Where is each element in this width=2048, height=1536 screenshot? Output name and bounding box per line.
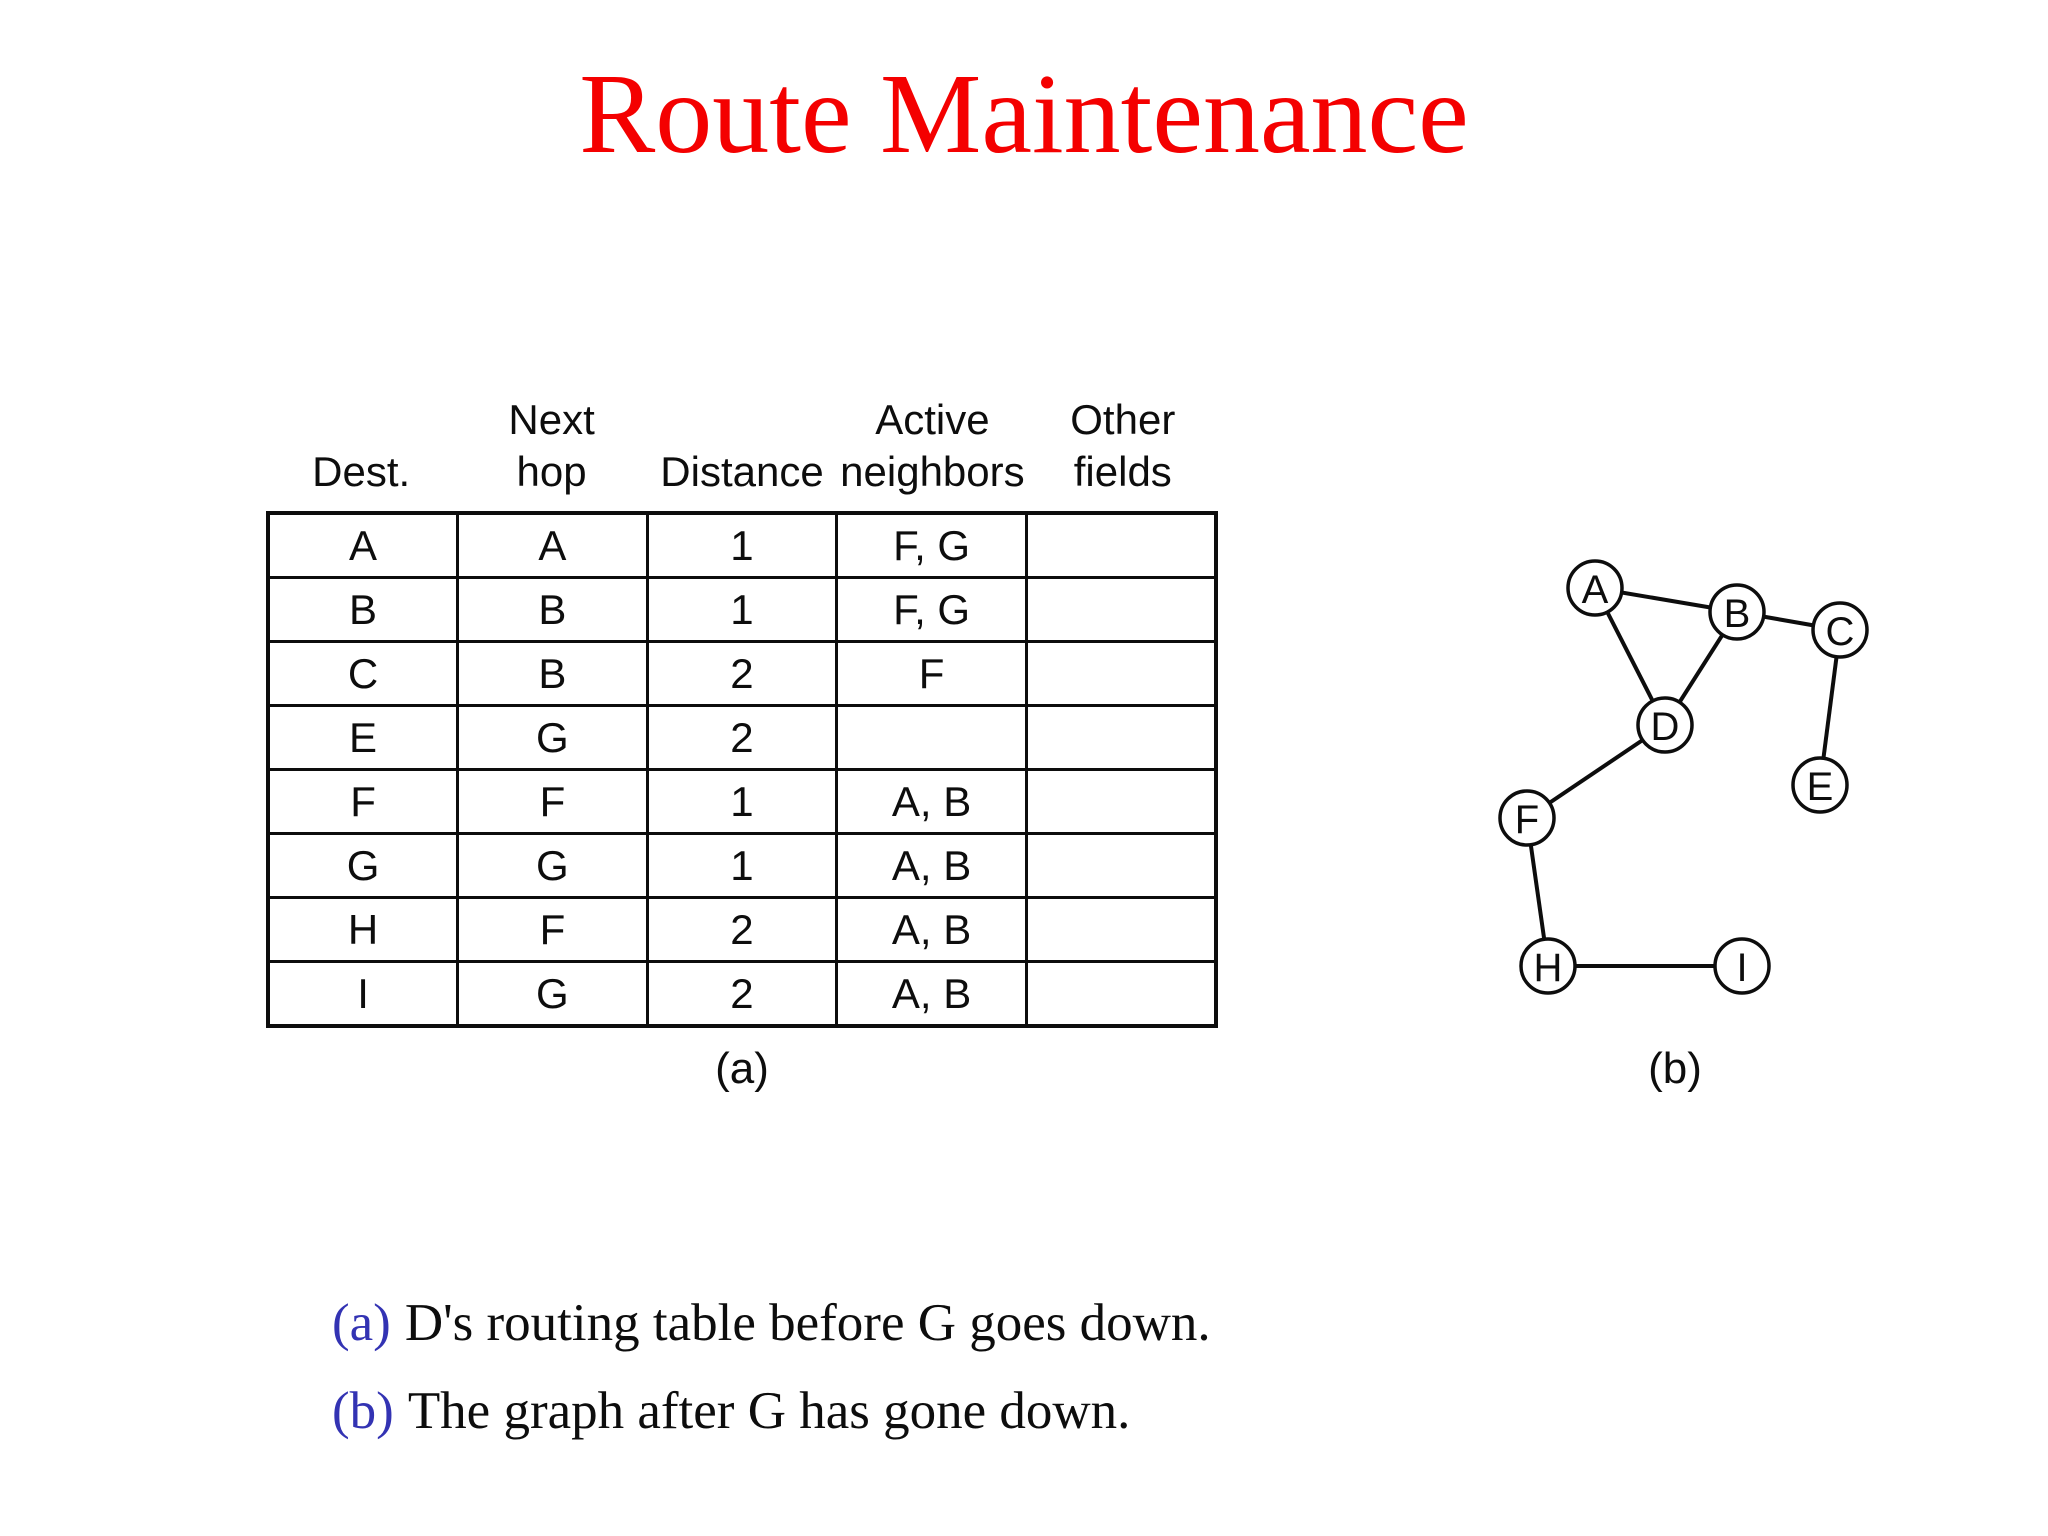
header-line: Active bbox=[875, 396, 990, 443]
cell-active-neighbors: A, B bbox=[835, 896, 1028, 963]
node-label-d: D bbox=[1651, 705, 1680, 749]
cell-active-neighbors: A, B bbox=[835, 832, 1028, 899]
cell-distance: 1 bbox=[645, 768, 839, 835]
node-circle-i bbox=[1713, 937, 1771, 995]
cell-next-hop: B bbox=[456, 640, 649, 707]
header-line: Distance bbox=[660, 448, 824, 495]
header-line: hop bbox=[516, 448, 587, 495]
cell-distance: 2 bbox=[645, 896, 839, 963]
cell-next-hop: G bbox=[456, 832, 649, 899]
node-label-i: I bbox=[1736, 946, 1747, 990]
cell-dest: I bbox=[266, 960, 460, 1028]
cell-next-hop: B bbox=[456, 576, 649, 643]
cell-other-fields bbox=[1024, 511, 1218, 579]
cell-active-neighbors: A, B bbox=[835, 960, 1028, 1028]
header-line: neighbors bbox=[840, 448, 1025, 495]
table-row: F F 1 A, B bbox=[266, 768, 1218, 835]
caption-b-tag: (b) bbox=[332, 1381, 394, 1440]
figure-captions: (a)D's routing table before G goes down.… bbox=[332, 1294, 1211, 1471]
cell-active-neighbors: F, G bbox=[835, 511, 1028, 579]
node-label-f: F bbox=[1515, 798, 1539, 842]
header-line: Dest. bbox=[312, 448, 411, 495]
cell-next-hop: F bbox=[456, 896, 649, 963]
panel-label-a: (a) bbox=[715, 1044, 769, 1093]
cell-dest: E bbox=[266, 704, 460, 771]
cell-next-hop: G bbox=[456, 704, 649, 771]
cell-other-fields bbox=[1024, 704, 1218, 771]
cell-dest: F bbox=[266, 768, 460, 835]
cell-distance: 1 bbox=[645, 576, 839, 643]
header-line: Other bbox=[1070, 396, 1176, 443]
cell-dest: H bbox=[266, 896, 460, 963]
cell-next-hop: G bbox=[456, 960, 649, 1028]
node-circle-e bbox=[1791, 756, 1849, 814]
column-header-dest: Dest. bbox=[266, 394, 456, 498]
table-row: E G 2 bbox=[266, 704, 1218, 771]
node-circle-f bbox=[1498, 789, 1556, 847]
node-circle-c bbox=[1811, 601, 1869, 659]
node-circle-h bbox=[1519, 937, 1577, 995]
caption-a-text: D's routing table before G goes down. bbox=[404, 1294, 1211, 1352]
cell-dest: C bbox=[266, 640, 460, 707]
cell-other-fields bbox=[1024, 640, 1218, 707]
node-circle-d bbox=[1636, 696, 1694, 754]
column-header-other-fields: Other fields bbox=[1028, 394, 1218, 498]
cell-active-neighbors bbox=[835, 704, 1028, 771]
node-label-c: C bbox=[1826, 610, 1855, 654]
header-line: Next bbox=[508, 396, 595, 443]
cell-other-fields bbox=[1024, 832, 1218, 899]
cell-other-fields bbox=[1024, 768, 1218, 835]
cell-next-hop: A bbox=[456, 511, 649, 579]
cell-dest: B bbox=[266, 576, 460, 643]
column-header-distance: Distance bbox=[647, 394, 837, 498]
cell-distance: 1 bbox=[645, 832, 839, 899]
table-row: H F 2 A, B bbox=[266, 896, 1218, 963]
cell-dest: G bbox=[266, 832, 460, 899]
routing-table: A A 1 F, G B B 1 F, G C B 2 F E bbox=[266, 511, 1218, 1028]
column-header-next-hop: Next hop bbox=[456, 394, 646, 498]
table-row: B B 1 F, G bbox=[266, 576, 1218, 643]
table-row: I G 2 A, B bbox=[266, 960, 1218, 1028]
node-circle-b bbox=[1708, 583, 1766, 641]
node-circle-a bbox=[1566, 559, 1624, 617]
cell-other-fields bbox=[1024, 896, 1218, 963]
node-label-e: E bbox=[1807, 765, 1834, 809]
cell-dest: A bbox=[266, 511, 460, 579]
panel-label-b: (b) bbox=[1648, 1044, 1702, 1093]
caption-a: (a)D's routing table before G goes down. bbox=[332, 1294, 1211, 1352]
routing-table-headers: Dest. Next hop Distance Active neighbors… bbox=[266, 394, 1218, 498]
cell-distance: 1 bbox=[645, 511, 839, 579]
node-label-a: A bbox=[1582, 568, 1609, 612]
network-graph: A B C D E F H I bbox=[1498, 559, 1869, 995]
node-label-h: H bbox=[1534, 946, 1563, 990]
cell-other-fields bbox=[1024, 576, 1218, 643]
table-row: C B 2 F bbox=[266, 640, 1218, 707]
cell-other-fields bbox=[1024, 960, 1218, 1028]
header-line: fields bbox=[1073, 448, 1172, 495]
cell-distance: 2 bbox=[645, 960, 839, 1028]
cell-active-neighbors: F, G bbox=[835, 576, 1028, 643]
cell-active-neighbors: F bbox=[835, 640, 1028, 707]
caption-a-tag: (a) bbox=[332, 1294, 391, 1352]
caption-b: (b)The graph after G has gone down. bbox=[332, 1381, 1211, 1440]
cell-distance: 2 bbox=[645, 640, 839, 707]
page-title: Route Maintenance bbox=[579, 50, 1469, 177]
caption-b-text: The graph after G has gone down. bbox=[407, 1381, 1131, 1440]
column-header-active-neighbors: Active neighbors bbox=[837, 394, 1027, 498]
cell-distance: 2 bbox=[645, 704, 839, 771]
node-label-b: B bbox=[1724, 592, 1751, 636]
table-row: G G 1 A, B bbox=[266, 832, 1218, 899]
table-row: A A 1 F, G bbox=[266, 511, 1218, 579]
cell-active-neighbors: A, B bbox=[835, 768, 1028, 835]
cell-next-hop: F bbox=[456, 768, 649, 835]
